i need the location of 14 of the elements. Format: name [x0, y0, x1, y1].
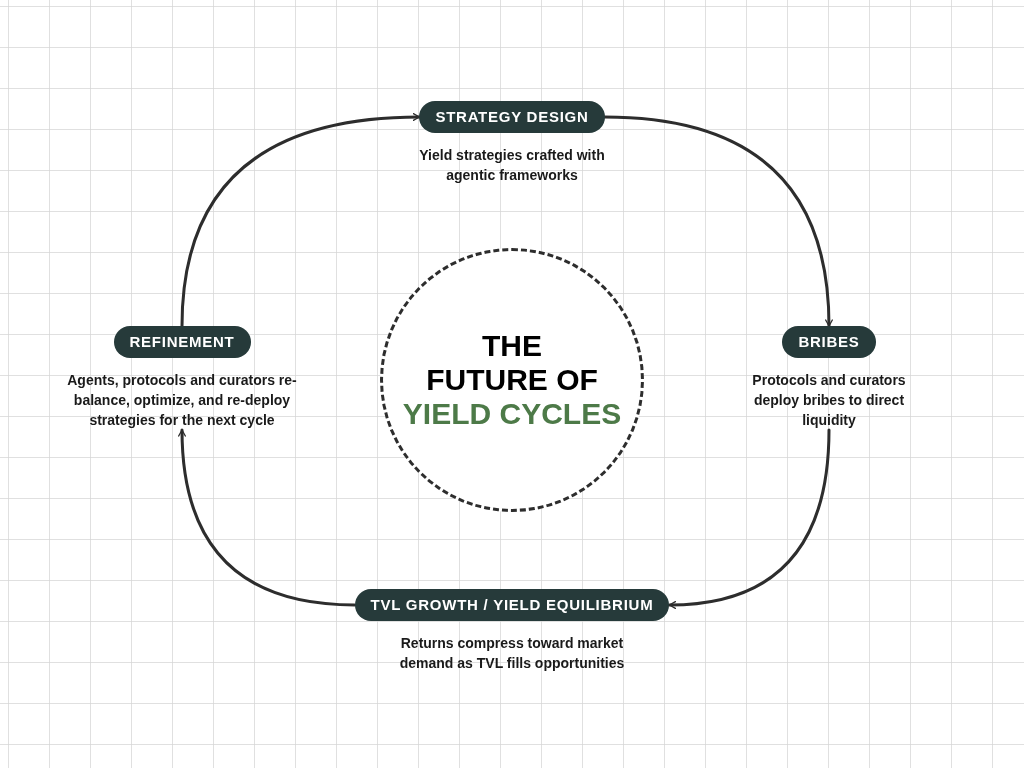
- stage-pill: REFINEMENT: [113, 326, 251, 358]
- stage-description: Protocols and curators deploy bribes to direct liquidity: [751, 371, 907, 430]
- curved-arrow: [667, 428, 831, 609]
- stage-description: Returns compress toward market demand as TVL fills opportunities: [398, 634, 626, 673]
- curved-arrow: [180, 113, 421, 328]
- stage-pill: STRATEGY DESIGN: [419, 101, 605, 133]
- title-text: THE FUTURE OF: [425, 329, 599, 397]
- stage-pill: BRIBES: [782, 326, 876, 358]
- curved-arrow: [178, 428, 357, 607]
- title-text: YIELD CYCLES: [402, 397, 622, 431]
- stage-pill: TVL GROWTH / YIELD EQUILIBRIUM: [354, 589, 670, 621]
- stage-description: Yield strategies crafted with agentic frameworks: [418, 146, 606, 185]
- stage-description: Agents, protocols and curators re-balance, optimize, and re-deploy strategies for the next cycle: [66, 371, 298, 430]
- curved-arrow: [603, 115, 833, 328]
